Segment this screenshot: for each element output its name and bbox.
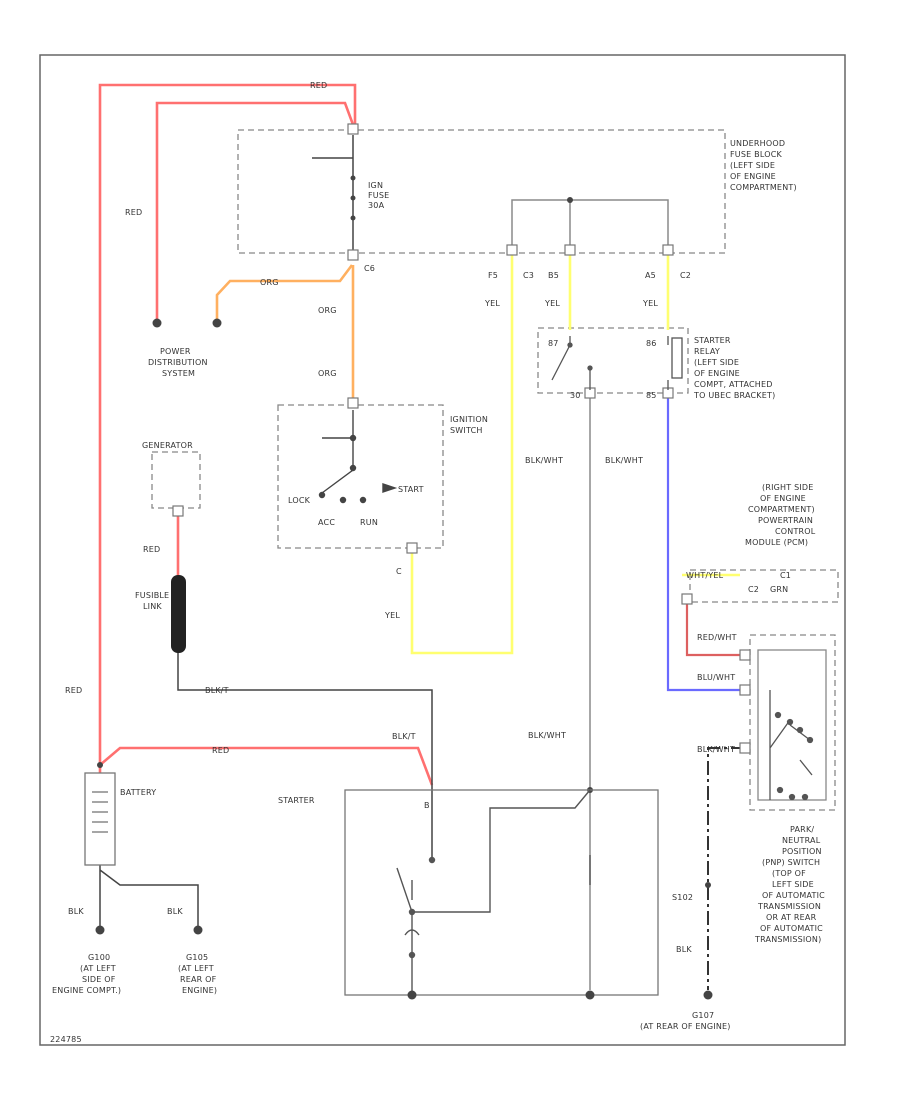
label-starter: STARTER [278, 796, 315, 805]
connector-pins [172, 123, 751, 754]
label-ground-g107: G107 (AT REAR OF ENGINE) [640, 1011, 731, 1031]
label-org-lower: ORG [318, 369, 337, 378]
label-blk-1: BLK [68, 907, 84, 916]
yellow-wire-ign-start [410, 255, 514, 655]
pds-terminal-1 [152, 318, 162, 328]
label-blk-start-2: BLK/T [392, 732, 416, 741]
label-ign-run: RUN [360, 518, 378, 527]
label-starter-b: B [424, 801, 430, 810]
label-blu-pnp: BLU/WHT [697, 673, 735, 682]
label-yel-3: YEL [642, 299, 658, 308]
ignition-switch-outline [277, 404, 444, 549]
label-conn-b5: B5 [548, 271, 559, 280]
starter-ground-right [585, 990, 595, 1000]
generator-outline [151, 451, 201, 509]
starter-relay-internals [551, 336, 683, 390]
label-conn-c6: C6 [364, 264, 375, 273]
label-battery: BATTERY [120, 788, 156, 797]
label-pcm-grn: GRN [770, 585, 788, 594]
label-ground-g105: G105 (AT LEFT REAR OF ENGINE) [178, 953, 219, 995]
blue-wire-relay-pnp [666, 390, 745, 692]
label-red-battery: RED [212, 746, 229, 755]
label-ign-lock: LOCK [288, 496, 311, 505]
label-s102: S102 [672, 893, 693, 902]
red-white-wire-pnp [685, 598, 745, 657]
label-ground-g100: G100 (AT LEFT SIDE OF ENGINE COMPT.) [52, 953, 121, 995]
label-relay-86: 86 [646, 339, 657, 348]
label-red-pds: RED [125, 208, 142, 217]
pds-terminal-2 [212, 318, 222, 328]
starter-ground-left [407, 990, 417, 1000]
label-conn-a5: A5 [645, 271, 656, 280]
label-pcm-c2: C2 [748, 585, 759, 594]
diagram-frame [39, 54, 846, 1046]
battery-symbol [84, 772, 116, 866]
label-fusible-link: FUSIBLE LINK [135, 591, 172, 611]
label-ign-acc: ACC [318, 518, 335, 527]
label-red-top: RED [310, 81, 327, 90]
red-wires [98, 83, 434, 786]
label-red-left: RED [65, 686, 82, 695]
label-yel-2: YEL [544, 299, 560, 308]
red-wire-battery-starter [99, 746, 434, 786]
pnp-switch-internals [757, 649, 827, 801]
footer-code: 224785 [50, 1035, 82, 1044]
ground-g105-terminal [193, 925, 203, 935]
starter-internals [396, 789, 591, 995]
starter-outline [344, 789, 659, 996]
black-wire-pnp-ground [707, 747, 745, 990]
label-pcm-note: (RIGHT SIDE OF ENGINE COMPARTMENT) POWER… [745, 483, 818, 547]
label-orange-pds: ORG [260, 278, 279, 287]
label-yel-1: YEL [484, 299, 500, 308]
underhood-fuse-block-outline [237, 129, 726, 254]
ground-g100-terminal [95, 925, 105, 935]
label-pcm-wht-yel: WHT/YEL [686, 571, 724, 580]
label-ignition-switch: IGNITION SWITCH [450, 415, 491, 435]
label-underhood-fuse-block: UNDERHOOD FUSE BLOCK (LEFT SIDE OF ENGIN… [730, 139, 797, 192]
label-blk-wht-pnp: BLK/WHT [697, 745, 735, 754]
label-conn-c2: C2 [680, 271, 691, 280]
ground-g107-terminal [703, 990, 713, 1000]
black-wire-fusible-starter [177, 650, 433, 860]
label-relay-85: 85 [646, 391, 657, 400]
label-blk-wht-3: BLK/WHT [528, 731, 566, 740]
label-ign-fuse: IGN FUSE 30A [368, 181, 392, 210]
label-blk-wht-1: BLK/WHT [525, 456, 563, 465]
label-red-pnp: RED/WHT [697, 633, 737, 642]
label-conn-c3: C3 [523, 271, 534, 280]
orange-wires [215, 264, 355, 400]
black-wire-battery-ground [99, 865, 199, 928]
pcm-connector-outline [689, 569, 839, 603]
label-red-generator: RED [143, 545, 160, 554]
label-ign-start: START [398, 485, 424, 494]
label-relay-30: 30 [570, 391, 581, 400]
label-ign-c: C [396, 567, 402, 576]
label-blk-2: BLK [167, 907, 183, 916]
label-starter-relay: STARTER RELAY (LEFT SIDE OF ENGINE COMPT… [693, 336, 775, 400]
splice-dots [97, 197, 711, 888]
ignition-switch-internals [318, 410, 398, 504]
starter-relay-outline [537, 327, 689, 394]
red-wire-pds [155, 101, 357, 323]
label-yel-4: YEL [384, 611, 400, 620]
label-pnp-switch: PARK/ NEUTRAL POSITION (PNP) SWITCH (TOP… [754, 825, 828, 944]
black-wire-fuse-internal [312, 135, 354, 250]
ign-fuse-symbol [350, 175, 356, 221]
yellow-wires [410, 255, 740, 655]
label-power-distribution: POWER DISTRIBUTION SYSTEM [148, 347, 210, 378]
fusible-link [171, 575, 186, 653]
orange-wire-pds [215, 264, 354, 323]
label-generator: GENERATOR [142, 441, 193, 450]
label-relay-87: 87 [548, 339, 559, 348]
label-blk-start-1: BLK/T [205, 686, 229, 695]
red-wire-battery-to-fuse [98, 83, 357, 775]
label-pcm-c1: C1 [780, 571, 791, 580]
label-blk-wht-2: BLK/WHT [605, 456, 643, 465]
label-org-upper: ORG [318, 306, 337, 315]
gray-wire-fuse-bus [511, 199, 669, 248]
label-conn-f5: F5 [488, 271, 498, 280]
pnp-switch-outline [749, 634, 836, 811]
label-blk-3: BLK [676, 945, 692, 954]
